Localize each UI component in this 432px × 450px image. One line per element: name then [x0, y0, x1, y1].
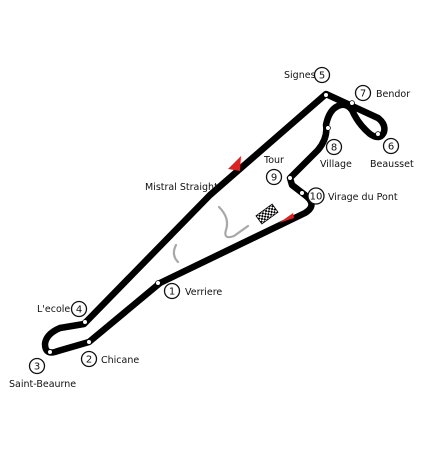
corner-dot-5	[323, 92, 329, 98]
direction-marker-straight	[228, 156, 241, 171]
runoff-left	[172, 243, 180, 264]
turn-3-name: Saint-Beaurne	[9, 379, 76, 390]
corner-dot-7	[349, 100, 355, 106]
turn-2: 2 Chicane	[80, 350, 139, 368]
turn-9-number: 9	[271, 173, 277, 184]
runoff-center	[217, 205, 250, 239]
checkered-flag	[255, 203, 279, 225]
corner-dot-8	[325, 125, 331, 131]
turn-7: 7 Bendor	[354, 84, 410, 102]
turn-10-number: 10	[310, 192, 323, 203]
track-outline	[41, 90, 388, 356]
turn-3-number: 3	[34, 362, 40, 373]
turn-2-badge	[80, 350, 98, 368]
turn-1-number: 1	[169, 287, 175, 298]
turn-10: 10 Virage du Pont	[307, 187, 398, 205]
turn-1-badge	[163, 282, 181, 300]
turn-8-number: 8	[331, 143, 337, 154]
turn-4: 4 L'ecole	[37, 300, 88, 318]
turn-7-name: Bendor	[376, 89, 410, 100]
corner-dot-9	[287, 175, 293, 181]
turn-1: 1 Verriere	[163, 282, 222, 300]
turn-3-badge	[28, 357, 46, 375]
turn-8-name: Village	[320, 159, 352, 170]
corner-dot-1	[155, 280, 161, 286]
turn-1-name: Verriere	[185, 287, 222, 298]
turn-10-badge	[307, 187, 325, 205]
turn-8-badge	[325, 138, 343, 156]
mistral-straight-label: Mistral Straight	[145, 182, 218, 193]
turn-2-number: 2	[86, 355, 92, 366]
turn-6-badge	[382, 137, 400, 155]
corner-dot-6	[375, 131, 381, 137]
turn-2-name: Chicane	[101, 355, 139, 366]
turn-4-number: 4	[76, 305, 82, 316]
turn-3: 3 Saint-Beaurne	[9, 357, 76, 390]
turn-7-badge	[354, 84, 372, 102]
corner-dot-10	[299, 190, 305, 196]
turn-9-badge	[265, 168, 283, 186]
turn-4-name: L'ecole	[37, 304, 70, 315]
corner-dot-4	[82, 319, 88, 325]
turn-5-badge	[313, 66, 331, 84]
corner-dots	[47, 92, 381, 355]
turn-5-name: Signes	[284, 70, 316, 81]
turn-10-name: Virage du Pont	[328, 192, 398, 203]
turn-6-name: Beausset	[370, 159, 414, 170]
turn-8: 8 Village	[320, 138, 352, 170]
turn-9-name: Tour	[263, 155, 284, 166]
turn-7-number: 7	[360, 89, 366, 100]
turn-6-number: 6	[388, 142, 394, 153]
start-finish	[255, 203, 279, 225]
direction-marker-pit	[279, 213, 294, 223]
corner-dot-3	[47, 349, 53, 355]
turn-5-number: 5	[319, 71, 325, 82]
corner-dot-2	[86, 339, 92, 345]
turn-6: 6 Beausset	[370, 137, 414, 170]
runoff-roads	[172, 205, 250, 264]
turn-5: 5 Signes	[284, 66, 331, 84]
turn-9: 9 Tour	[263, 155, 284, 186]
turn-4-badge	[70, 300, 88, 318]
